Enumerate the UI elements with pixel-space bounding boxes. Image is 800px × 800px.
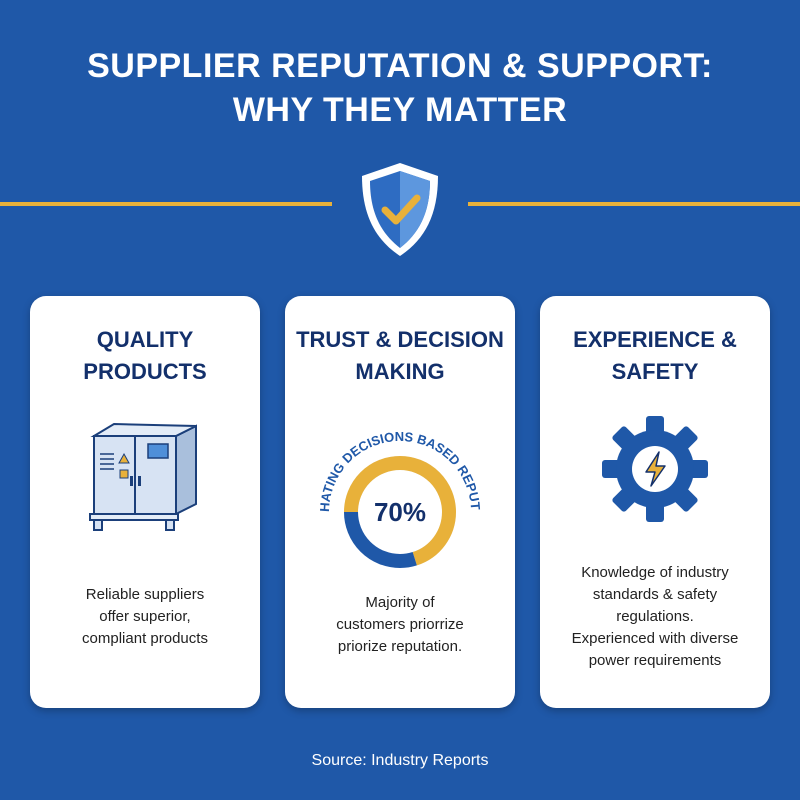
gear-lightning-icon	[602, 416, 708, 522]
card-text-line: Reliable suppliers	[85, 586, 205, 603]
source-note: Source: Industry Reports	[311, 752, 489, 769]
card-title-line: TRUST & DECISION	[296, 327, 504, 352]
divider-left	[0, 202, 332, 206]
card-quality-products: QUALITY PRODUCTS Reliable suppliers offe…	[30, 296, 260, 708]
donut-chart: PURCHATING DECISIONS BASED REPUTATION 70…	[303, 404, 483, 568]
card-text-line: priorize reputation.	[337, 638, 463, 655]
card-text-line: power requirements	[588, 652, 722, 669]
electrical-cabinet-icon	[89, 422, 197, 531]
donut-segment	[344, 456, 456, 568]
title-line-2: WHY THEY MATTER	[232, 91, 568, 129]
card-description: Majority of customers priorrize priorize…	[285, 592, 515, 658]
card-title-line: EXPERIENCE &	[573, 327, 737, 352]
card-text-line: standards & safety	[592, 586, 718, 603]
shield-check-icon	[362, 163, 438, 256]
card-text-line: customers priorrize	[336, 616, 464, 633]
card-title: QUALITY PRODUCTS	[30, 324, 260, 388]
title-line-1: SUPPLIER REPUTATION & SUPPORT:	[87, 47, 713, 85]
page-title: SUPPLIER REPUTATION & SUPPORT: WHY THEY …	[0, 44, 800, 132]
card-trust-decision: TRUST & DECISION MAKING PURCHATING DECIS…	[285, 296, 515, 708]
card-text-line: compliant products	[82, 630, 208, 647]
card-title-line: QUALITY	[96, 327, 194, 352]
card-title-line: SAFETY	[611, 359, 699, 384]
donut-center-label: 70%	[374, 497, 426, 527]
card-description: Knowledge of industry standards & safety…	[540, 562, 770, 672]
divider-right	[468, 202, 800, 206]
card-title-line: MAKING	[355, 359, 445, 384]
card-text-line: regulations.	[616, 608, 694, 625]
card-title-line: PRODUCTS	[83, 359, 207, 384]
card-text-line: Experienced with diverse	[571, 630, 739, 647]
card-experience-safety: EXPERIENCE & SAFETY Knowledge of industr…	[540, 296, 770, 708]
card-text-line: offer superior,	[99, 608, 191, 625]
card-description: Reliable suppliers offer superior, compl…	[30, 584, 260, 650]
card-text-line: Knowledge of industry	[581, 564, 729, 581]
card-title: EXPERIENCE & SAFETY	[540, 324, 770, 388]
card-title: TRUST & DECISION MAKING	[285, 324, 515, 388]
card-text-line: Majority of	[365, 594, 435, 611]
